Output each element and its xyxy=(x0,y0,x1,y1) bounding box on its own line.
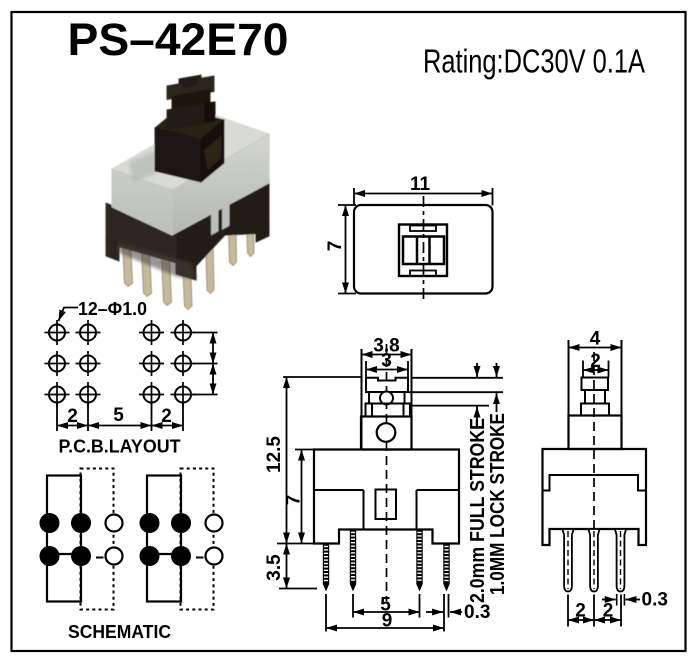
svg-text:12–Φ1.0: 12–Φ1.0 xyxy=(78,299,147,319)
svg-text:4: 4 xyxy=(590,329,601,350)
svg-text:2: 2 xyxy=(590,351,601,372)
svg-text:2: 2 xyxy=(575,601,586,622)
svg-text:2: 2 xyxy=(603,601,614,622)
svg-text:7: 7 xyxy=(325,241,346,252)
svg-text:3.5: 3.5 xyxy=(264,554,285,581)
svg-text:7: 7 xyxy=(284,495,305,506)
svg-text:1.0MM LOCK STROKE: 1.0MM LOCK STROKE xyxy=(487,413,509,595)
svg-text:2: 2 xyxy=(161,406,172,427)
svg-text:12.5: 12.5 xyxy=(264,436,285,473)
svg-text:5: 5 xyxy=(380,595,391,616)
svg-text:0.3: 0.3 xyxy=(642,590,668,611)
svg-text:PS–42E70: PS–42E70 xyxy=(68,14,289,65)
svg-text:3.8: 3.8 xyxy=(373,336,399,357)
svg-text:0.3: 0.3 xyxy=(464,602,490,623)
svg-text:Rating:DC30V 0.1A: Rating:DC30V 0.1A xyxy=(423,43,645,80)
svg-text:P.C.B.LAYOUT: P.C.B.LAYOUT xyxy=(59,437,181,457)
svg-text:SCHEMATIC: SCHEMATIC xyxy=(68,622,171,642)
svg-text:5: 5 xyxy=(113,405,124,426)
svg-text:2: 2 xyxy=(67,406,78,427)
svg-text:11: 11 xyxy=(410,174,431,195)
svg-text:9: 9 xyxy=(382,611,393,632)
svg-text:3: 3 xyxy=(381,351,392,372)
svg-text:2.0mm FULL STROKE: 2.0mm FULL STROKE xyxy=(467,418,489,603)
